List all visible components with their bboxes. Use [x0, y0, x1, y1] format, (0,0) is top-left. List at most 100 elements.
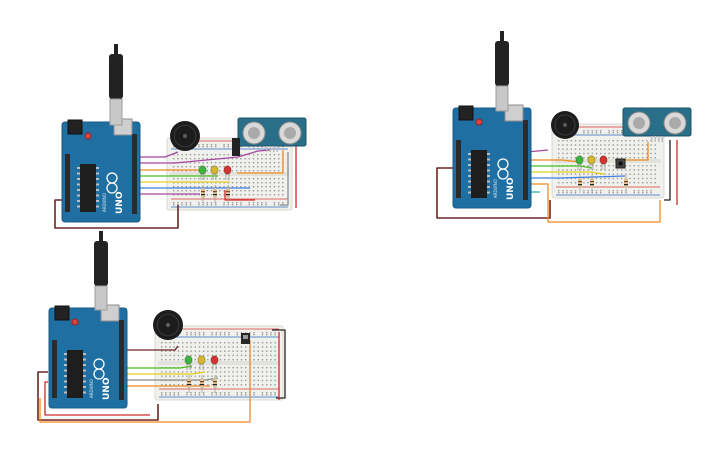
hole: [642, 177, 644, 180]
wire[interactable]: [122, 371, 206, 375]
hole: [189, 162, 192, 164]
ultrasonic-sensor[interactable]: [622, 107, 692, 142]
usb-cable-cord: [99, 231, 103, 241]
rail-hole: [236, 394, 238, 396]
led-red[interactable]: [210, 355, 219, 370]
hole: [219, 162, 221, 164]
led-yellow[interactable]: [210, 165, 219, 180]
resistor[interactable]: [578, 175, 582, 193]
hole: [236, 182, 238, 184]
chip-pin: [64, 380, 67, 383]
board-model-label: UNO: [506, 177, 516, 200]
hole: [210, 158, 213, 160]
led-red[interactable]: [223, 165, 232, 180]
rail-hole: [566, 192, 568, 194]
rail-hole: [587, 190, 589, 192]
wire[interactable]: [44, 381, 150, 416]
led-yellow[interactable]: [587, 155, 596, 170]
wire[interactable]: [527, 183, 661, 223]
hole: [223, 182, 225, 184]
resistor[interactable]: [213, 185, 217, 203]
wire[interactable]: [527, 171, 605, 175]
resistor[interactable]: [201, 185, 205, 203]
push-button[interactable]: [615, 158, 626, 169]
hole: [642, 152, 644, 155]
hole: [207, 371, 209, 373]
hole: [181, 190, 183, 192]
hole: [206, 182, 208, 184]
wire[interactable]: [140, 149, 271, 164]
wire[interactable]: [237, 150, 284, 174]
hole: [202, 182, 204, 184]
piezo-buzzer[interactable]: [153, 310, 183, 340]
led-yellow[interactable]: [197, 355, 206, 370]
hole: [206, 190, 208, 192]
hole: [621, 152, 623, 155]
wire[interactable]: [224, 190, 255, 201]
led-red[interactable]: [599, 155, 608, 170]
breadboard[interactable]: [166, 137, 293, 211]
hole: [253, 384, 255, 386]
piezo-buzzer[interactable]: [170, 121, 200, 151]
led-green[interactable]: [198, 165, 207, 180]
wire[interactable]: [527, 175, 626, 179]
usb-cable[interactable]: [94, 231, 108, 311]
wire[interactable]: [140, 151, 179, 158]
hole: [165, 346, 167, 348]
hole: [186, 342, 188, 344]
digital-header: [523, 120, 528, 200]
rail-hole: [270, 392, 272, 394]
hole: [257, 182, 259, 184]
hole: [608, 173, 610, 175]
resistor[interactable]: [226, 185, 230, 203]
rail-hole: [236, 334, 238, 336]
wire[interactable]: [272, 329, 286, 399]
hole: [282, 194, 284, 196]
chip-pin: [64, 358, 67, 361]
rail-hole: [600, 132, 602, 134]
rail-hole: [257, 146, 259, 148]
led-green[interactable]: [575, 155, 584, 170]
wire[interactable]: [122, 345, 179, 351]
chip-pin: [468, 186, 471, 188]
usb-plug-metal: [495, 85, 509, 112]
wire[interactable]: [122, 365, 193, 369]
wire[interactable]: [527, 165, 593, 169]
hole: [566, 157, 568, 159]
resistor[interactable]: [200, 375, 204, 393]
resistor[interactable]: [624, 175, 628, 193]
wire[interactable]: [664, 140, 671, 201]
usb-cable[interactable]: [109, 44, 123, 126]
wire[interactable]: [37, 371, 159, 421]
wire[interactable]: [527, 159, 581, 163]
hole: [219, 354, 222, 357]
hole: [566, 152, 568, 155]
hole: [231, 186, 234, 188]
hole: [558, 173, 560, 175]
rail-hole: [642, 192, 644, 194]
resistor[interactable]: [187, 375, 191, 393]
wire[interactable]: [615, 142, 649, 161]
hole: [566, 177, 568, 180]
rail-hole: [621, 192, 623, 194]
led-green[interactable]: [184, 355, 193, 370]
resistor[interactable]: [213, 375, 217, 393]
wire[interactable]: [280, 152, 289, 206]
slide-switch[interactable]: [241, 333, 250, 344]
hole: [169, 342, 171, 344]
resistor-band: [201, 191, 205, 193]
wire[interactable]: [39, 340, 251, 423]
rail-hole: [253, 334, 255, 336]
hole: [278, 154, 280, 156]
rail-hole: [211, 394, 213, 396]
usb-cable[interactable]: [495, 31, 509, 112]
rail-hole: [177, 392, 180, 394]
resistor[interactable]: [590, 175, 594, 193]
piezo-buzzer[interactable]: [551, 111, 579, 139]
hole: [186, 350, 188, 352]
ultrasonic-sensor[interactable]: [237, 117, 307, 152]
